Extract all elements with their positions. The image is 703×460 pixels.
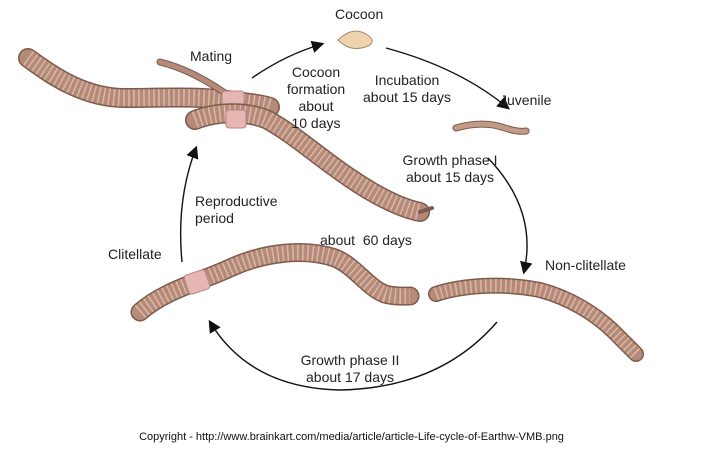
label-cocoon-formation-line1: Cocoon — [291, 64, 341, 80]
copyright-caption: Copyright - http://www.brainkart.com/med… — [139, 431, 564, 443]
clitellate-worm — [130, 243, 420, 322]
label-growth-phase-2: Growth phase II about 17 days — [290, 352, 410, 386]
arrow-juvenile-to-nonclitellate — [487, 157, 533, 275]
label-growth-phase-1-line2: about 15 days — [406, 169, 494, 185]
label-cocoon-formation-line4: 10 days — [291, 115, 341, 131]
arrow-clitellate-to-mating — [179, 145, 199, 263]
label-cocoon-formation-line3: about — [298, 98, 334, 114]
label-cocoon: Cocoon — [335, 6, 384, 22]
arrow-cocoon-to-juvenile — [385, 47, 510, 110]
label-incubation: Incubation about 15 days — [352, 72, 462, 106]
label-growth-phase-1-line1: Growth phase I — [402, 152, 498, 168]
label-growth-phase-1: Growth phase I about 15 days — [390, 152, 510, 186]
arrow-nonclitellate-to-clitellate — [208, 319, 498, 391]
label-reproductive-period: Reproductive period — [195, 193, 278, 227]
label-mating: Mating — [190, 48, 233, 64]
label-clitellate: Clitellate — [108, 246, 162, 262]
label-cocoon-formation: Cocoon formation about 10 days — [284, 64, 348, 132]
label-growth-phase-2-line2: about 17 days — [306, 369, 394, 385]
label-juvenile: Juvenile — [500, 92, 552, 108]
label-reproductive-period-line1: Reproductive — [195, 193, 278, 209]
mating-worm-lower — [185, 103, 434, 222]
label-growth-phase-2-line1: Growth phase II — [300, 352, 400, 368]
mating-worm-upper — [18, 48, 280, 117]
arrow-mating-to-cocoon — [251, 40, 325, 79]
label-non-clitellate: Non-clitellate — [545, 257, 626, 273]
label-incubation-line2: about 15 days — [363, 89, 451, 105]
nonclitellate-worm — [428, 277, 644, 362]
label-cocoon-formation-line2: formation — [286, 81, 346, 97]
label-reproductive-period-line2: period — [195, 210, 234, 226]
label-about-60-days: about 60 days — [320, 232, 412, 248]
juvenile-worm — [452, 120, 530, 135]
label-incubation-line1: Incubation — [374, 72, 440, 88]
cocoon-illustration — [337, 30, 373, 50]
